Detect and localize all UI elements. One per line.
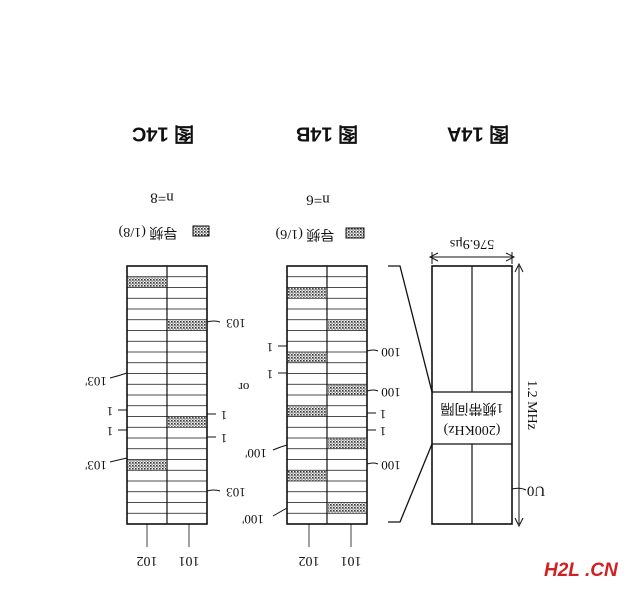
channel-label: 1频带间隔: [441, 400, 504, 416]
u0-label: U0: [527, 483, 545, 499]
u0-text: U0: [527, 483, 545, 499]
label-100-b: 100: [381, 385, 401, 400]
fig-14b-pilot-cell: [288, 406, 326, 416]
fig-14b-title-text: 图 14B: [296, 123, 358, 146]
label-103p-b: 103': [85, 458, 107, 473]
fig-14c-title-text: 图 14C: [132, 123, 194, 146]
fig-14c-callouts: 103 103 1 1 1 1 103' 103' 101 102: [85, 316, 246, 568]
figure-14c-title: 图 14C: [132, 123, 194, 146]
pilot-legend-swatch-b: [345, 227, 365, 239]
pilot-legend-swatch-c: [192, 225, 210, 237]
fig-14b-pilot-cell: [328, 384, 366, 395]
fig-14c-rows: [127, 276, 207, 514]
fig-14c-legend: 导频 (1/8): [118, 224, 177, 240]
fig-14b-pilot-cell: [288, 352, 326, 363]
figure-14a-title: 图 14A: [447, 123, 509, 146]
fig-14c-pilot-cell: [168, 417, 206, 427]
fig-14b-pilot-cell: [328, 503, 366, 513]
label-103-a: 103: [226, 316, 246, 331]
time-text: 576.9μs: [450, 236, 494, 251]
col-label-102-b: 102: [299, 553, 320, 568]
time-label: 576.9μs: [450, 236, 494, 251]
label-1-b-right1: 1: [380, 407, 387, 422]
fig-14b-rows: [287, 276, 367, 514]
fig-14b-n-label: n=6: [306, 192, 330, 208]
figure-14b: 100 100 100 1 1 1 1 or 100' 100' 101 102: [238, 265, 401, 568]
fig-14b-pilot-cell: [288, 470, 326, 481]
bandwidth-text: 1.2 MHz: [524, 380, 539, 430]
n6-text: n=6: [306, 192, 330, 208]
label-1-c-right1: 1: [221, 408, 228, 423]
channel-label-text: 1频带间隔: [441, 400, 504, 416]
h2l-watermark: H2L .CN: [544, 560, 619, 581]
label-103p-a: 103': [85, 374, 107, 389]
watermark-h2l-text: H2L: [544, 560, 580, 581]
n8-text: n=8: [150, 190, 173, 206]
fig-14a-title-text: 图 14A: [447, 123, 509, 146]
channel-khz-text: (200KHz): [443, 422, 500, 437]
label-1-c-left2: 1: [107, 424, 114, 439]
col-label-101-b: 101: [341, 553, 362, 568]
channel-khz-label: (200KHz): [443, 422, 500, 437]
fig-14c-pilot-cell: [128, 460, 166, 470]
label-100p-b: 100': [242, 512, 264, 527]
figure-14b-title: 图 14B: [296, 123, 358, 146]
label-1-c-right2: 1: [221, 431, 228, 446]
col-label-102-c: 102: [137, 553, 158, 568]
legend-c-text: 导频 (1/8): [118, 224, 177, 240]
fig-14c-n-label: n=8: [150, 190, 173, 206]
figure-14c: 103 103 1 1 1 1 103' 103' 101 102: [85, 265, 246, 568]
label-or: or: [238, 380, 250, 395]
label-1-c-left1: 1: [107, 404, 114, 419]
watermark-domain-text: .CN: [585, 560, 619, 581]
label-100-c: 100: [381, 458, 401, 473]
label-1-b-left1: 1: [267, 340, 274, 355]
fig-14b-pilot-cell: [328, 320, 366, 330]
legend-b-text: 导频 (1/6): [275, 226, 334, 242]
col-label-101-c: 101: [179, 553, 200, 568]
label-1-b-right2: 1: [380, 424, 387, 439]
fig-14b-legend: 导频 (1/6): [275, 226, 334, 242]
fig-14c-pilot-cell: [168, 320, 206, 330]
label-103-b: 103: [226, 485, 246, 500]
bandwidth-label: 1.2 MHz: [524, 380, 539, 430]
fig-14b-pilot-cell: [288, 288, 326, 298]
fig-14c-pilot-cell: [128, 277, 166, 287]
fig-14b-callouts: 100 100 100 1 1 1 1 or 100' 100' 101 102: [238, 340, 401, 568]
fig-14b-pilot-cell: [328, 438, 366, 449]
label-100-a: 100: [381, 345, 401, 360]
label-100p-a: 100': [245, 446, 267, 461]
zoom-bracket: [388, 265, 433, 523]
label-1-b-left2: 1: [267, 367, 274, 382]
figure-14a: 1频带间隔 (200KHz) 1.2 MHz 576.9μs U0: [428, 236, 545, 528]
